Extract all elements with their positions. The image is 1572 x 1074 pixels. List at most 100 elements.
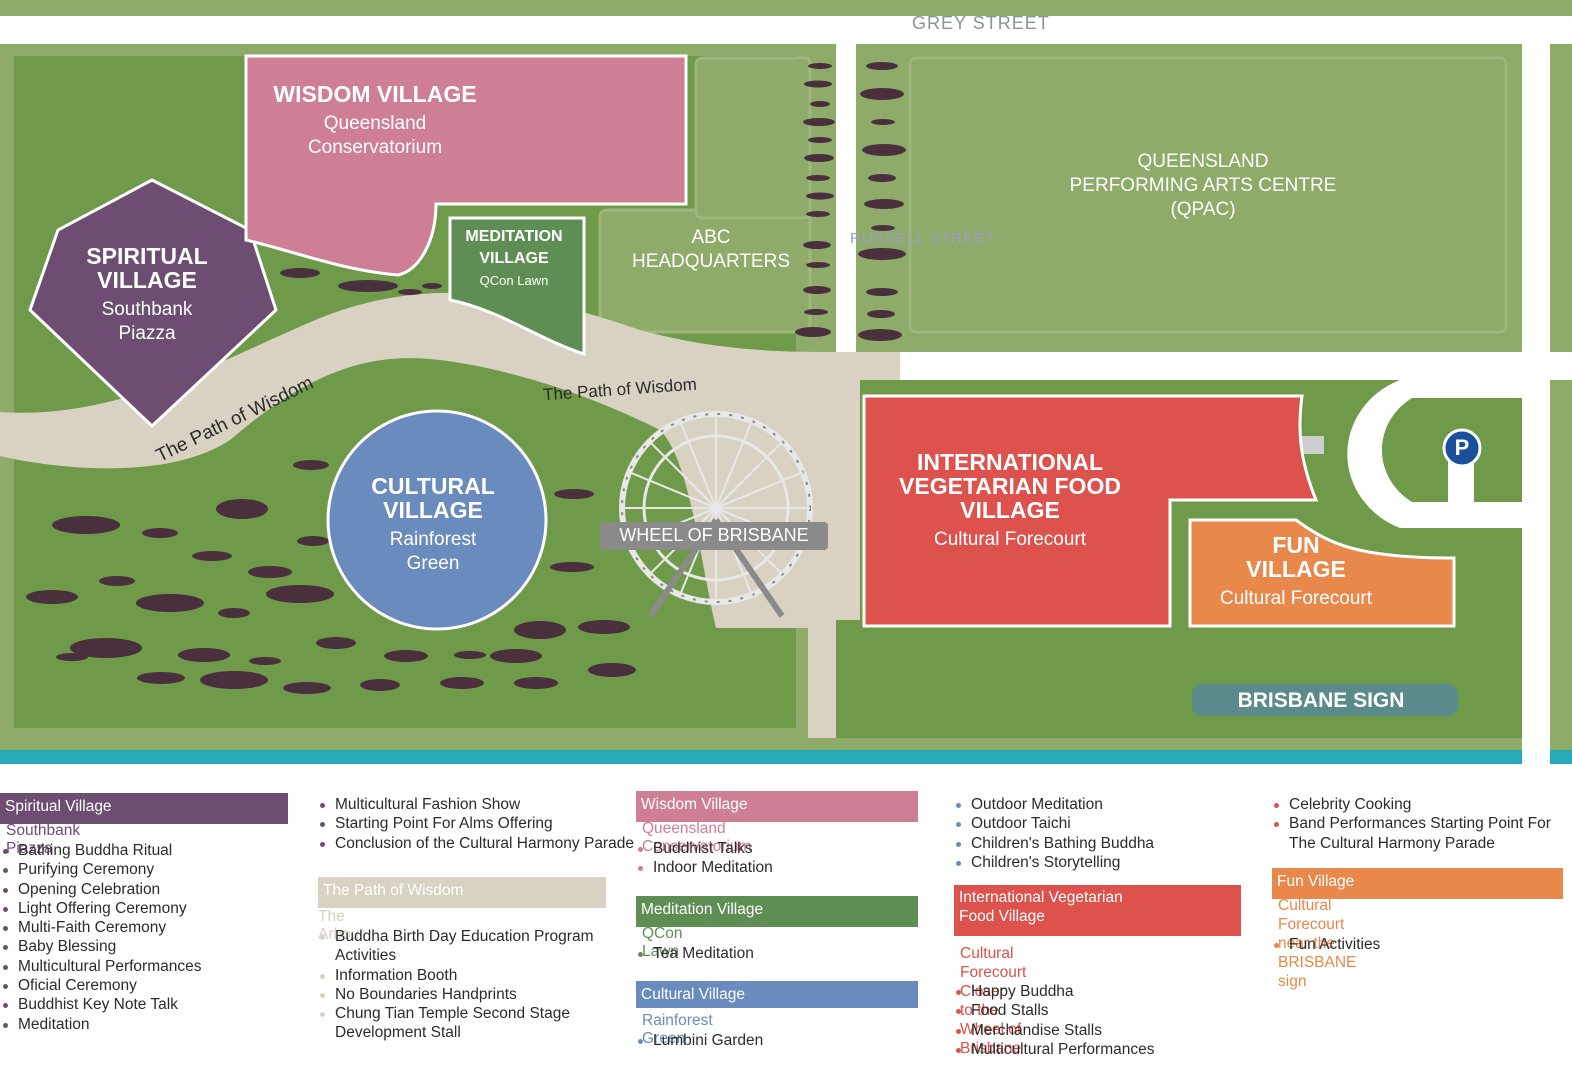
legend-item-text: Fun Activities	[1289, 936, 1381, 953]
legend-list-item: No Boundaries Handprints	[317, 985, 617, 1004]
parking-label: P	[1454, 435, 1470, 460]
meditation-village-title1: MEDITATION	[465, 228, 563, 245]
legend-list-item: Lumbini Garden	[635, 1031, 915, 1050]
legend-fun-sub-line1: Cultural Forecourt near the	[1278, 897, 1345, 952]
brisbane-sign-label: BRISBANE SIGN	[1237, 689, 1405, 712]
food-village-title1: INTERNATIONAL	[916, 449, 1104, 475]
legend-cultural-sub: Rainforest Green	[642, 1012, 713, 1047]
bullet-icon	[956, 1009, 961, 1015]
bullet-icon	[3, 1003, 8, 1009]
wheel-label: WHEEL OF BRISBANE	[619, 525, 809, 545]
legend-item-text: Multi-Faith Ceremony	[18, 919, 167, 937]
legend-list-item: Chung Tian Temple Second Stage Developme…	[317, 1004, 617, 1043]
legend-list-item: Outdoor Meditation	[953, 795, 1243, 814]
legend-list-item: Buddha Birth Day Education Program Activ…	[317, 927, 617, 966]
legend-item-text: Information Booth	[335, 966, 458, 984]
bullet-icon	[3, 964, 8, 970]
bullet-icon	[320, 1012, 325, 1018]
legend-spiritual-sub: Southbank Piazza	[6, 822, 81, 857]
road-right	[1522, 44, 1550, 750]
river-right	[1550, 750, 1572, 764]
legend-list-item: Indoor Meditation	[635, 858, 915, 877]
fun-village-title2: VILLAGE	[1246, 556, 1346, 582]
legend-item-text: Chung Tian Temple Second Stage Developme…	[335, 1005, 570, 1042]
bullet-icon	[3, 887, 8, 893]
path-of-wisdom	[0, 292, 900, 738]
bullet-icon	[956, 1047, 961, 1053]
food-village-label[interactable]: INTERNATIONAL VEGETARIAN FOOD VILLAGE Cu…	[880, 450, 1140, 552]
wisdom-village-label[interactable]: WISDOM VILLAGE Queensland Conservatorium	[250, 82, 500, 160]
legend-list-item: Buddhist Talks	[635, 839, 915, 858]
spiritual-village-title2: VILLAGE	[97, 267, 197, 293]
legend-list-item: Oficial Ceremony	[0, 976, 300, 995]
legend-item-text: Multicultural Performances	[971, 1040, 1155, 1058]
legend-list-item: Opening Celebration	[0, 880, 300, 899]
legend-food-header: International Vegetarian Food Village	[954, 885, 1241, 936]
bullet-icon	[3, 945, 8, 951]
legend-food-sub: Cultural Forecourt Closer to the Wheel o…	[960, 944, 1026, 1058]
legend-item-text: Buddhist Talks	[653, 840, 753, 857]
legend-item-text: Buddhist Key Note Talk	[18, 996, 178, 1014]
cultural-village-label[interactable]: CULTURAL VILLAGE Rainforest Green	[347, 474, 519, 576]
bullet-icon	[638, 952, 643, 957]
bullet-icon	[956, 841, 961, 847]
legend-item-text: Children's Storytelling	[971, 853, 1121, 871]
abc-line2: HEADQUARTERS	[631, 251, 790, 272]
legend-list-item: Multicultural Performances	[953, 1040, 1243, 1059]
road-horizontal	[836, 352, 1572, 380]
legend-food-header-line2: Food Village	[959, 908, 1045, 925]
wisdom-village-sub2: Conservatorium	[307, 137, 443, 158]
legend-list-item: Multicultural Fashion Show	[317, 795, 637, 814]
brisbane-sign-shape[interactable]	[1192, 684, 1458, 716]
legend-item-text: Tea Meditation	[653, 945, 754, 962]
legend-list-item: Buddhist Key Note Talk	[0, 995, 300, 1014]
meditation-village-label[interactable]: MEDITATION VILLAGE QCon Lawn	[452, 226, 576, 292]
qpac-block	[908, 56, 1508, 334]
bullet-icon	[638, 1039, 643, 1044]
cultural-village-shape[interactable]	[326, 409, 548, 631]
food-village-shape[interactable]	[862, 394, 1319, 628]
bullet-icon	[956, 822, 961, 828]
bullet-icon	[956, 990, 961, 995]
legend-item-text: Happy Buddha	[971, 983, 1074, 1000]
legend-list-item: Multi-Faith Ceremony	[0, 918, 300, 937]
bullet-icon	[3, 906, 8, 912]
qpac-line3: (QPAC)	[1170, 199, 1236, 220]
legend-item-text: No Boundaries Handprints	[335, 985, 517, 1003]
abc-block-upper	[694, 56, 812, 220]
legend-item-text: Baby Blessing	[18, 938, 117, 956]
legend-spiritual-header: Spiritual Village	[0, 793, 288, 824]
bullet-icon	[320, 992, 325, 998]
meditation-village-sub: QCon Lawn	[479, 273, 549, 288]
meditation-village-shape[interactable]	[448, 216, 586, 357]
spiritual-village-sub1: Southbank	[101, 299, 193, 320]
qpac-line2: PERFORMING ARTS CENTRE	[1069, 175, 1337, 196]
legend-list-item: Meditation	[0, 1015, 300, 1034]
parking-icon[interactable]	[1442, 428, 1482, 468]
fun-village-shape[interactable]	[1188, 518, 1456, 628]
legend-item-text: Bathing Buddha Ritual	[18, 842, 173, 859]
legend-fun-header: Fun Village	[1272, 868, 1563, 899]
bullet-icon	[956, 860, 961, 866]
legend-food-sub-line1: Cultural Forecourt Closer	[960, 945, 1027, 1000]
legend-list-item: Band Performances Starting Point For The…	[1271, 814, 1561, 853]
spiritual-village-label[interactable]: SPIRITUAL VILLAGE Southbank Piazza	[72, 244, 222, 346]
wisdom-village-shape[interactable]	[244, 54, 688, 277]
russell-street-road	[836, 44, 856, 380]
legend-wisdom-header: Wisdom Village	[636, 791, 918, 822]
abc-line1: ABC	[691, 227, 731, 248]
legend-food-sub-line2: to the Wheel of Brisbane	[960, 1002, 1022, 1057]
tree-row	[26, 62, 906, 694]
grey-street-road	[0, 16, 1572, 44]
bullet-icon	[320, 803, 325, 808]
ferris-wheel-icon[interactable]	[600, 411, 828, 618]
legend-item-text: Purifying Ceremony	[18, 861, 155, 879]
legend-item-text: Meditation	[18, 1015, 90, 1033]
qpac-line1: QUEENSLAND	[1137, 151, 1269, 172]
fun-village-label[interactable]: FUN VILLAGE Cultural Forecourt	[1196, 533, 1396, 611]
legend-item-text: Light Offering Ceremony	[18, 899, 187, 917]
spiritual-village-sub2: Piazza	[118, 323, 176, 344]
